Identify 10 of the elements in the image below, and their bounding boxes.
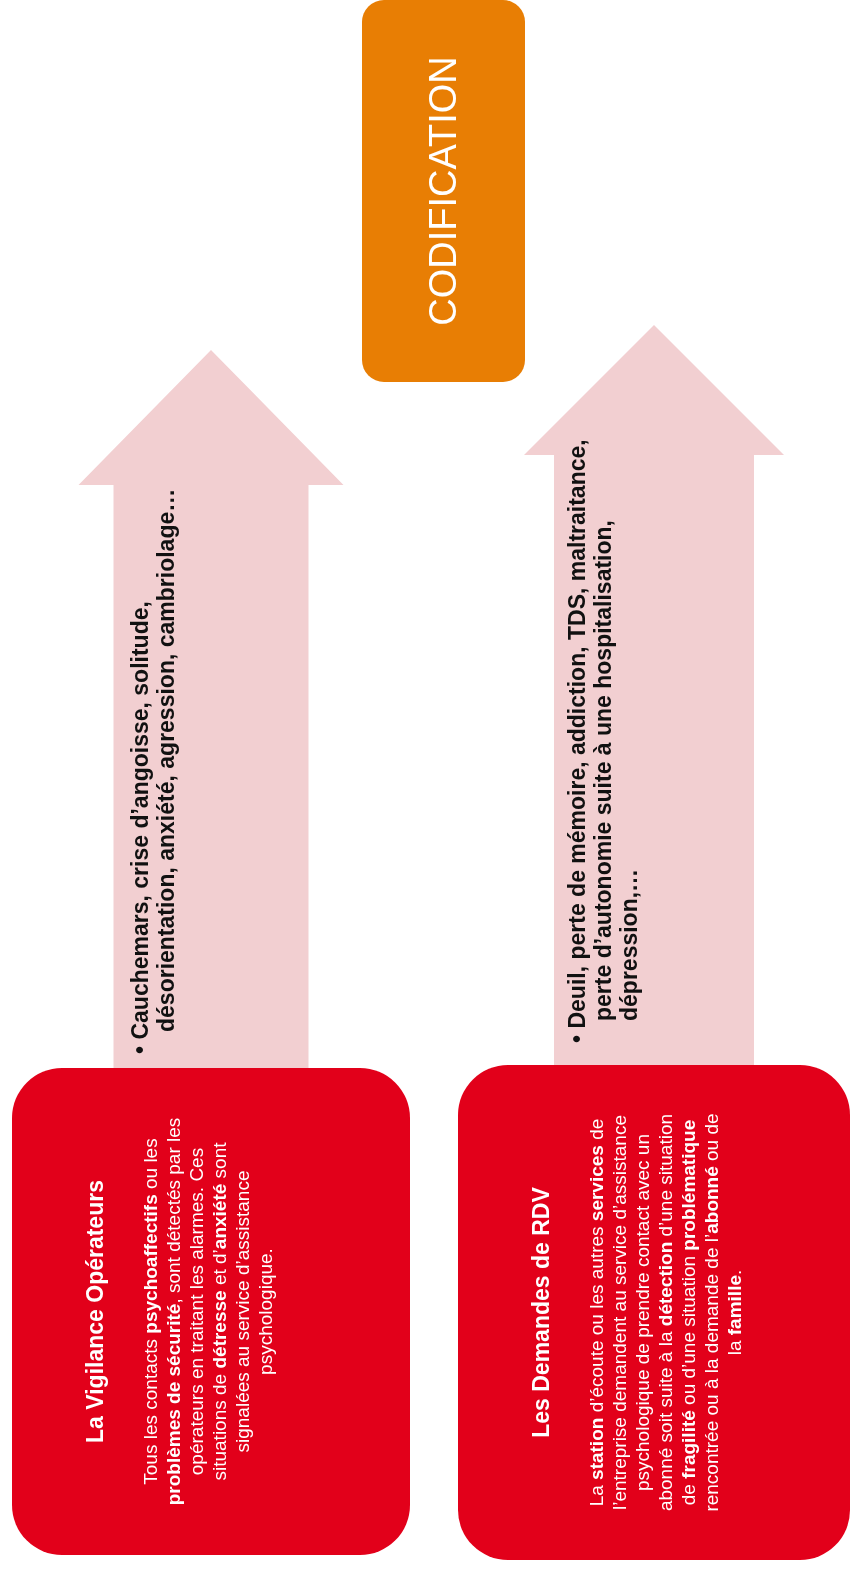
info-card [12,1068,410,1555]
card-heading: Les Demandes de RDV [528,1186,555,1440]
edge-label: • Cauchemars, crise d’angoisse, solitude, désorientation, anxiété, agression, cambriolage… [126,487,179,1054]
card-heading: La Vigilance Opérateurs [82,1179,109,1445]
box-title: CODIFICATION [422,56,465,326]
block-arrow [524,325,784,1065]
edge-label: • Deuil, perte de mémoire, addiction, TDS, maltraitance, perte d’autonomie suite à une hospitalisation, dépression,… [564,438,642,1043]
info-card [458,1065,850,1560]
block-arrow [78,350,344,1068]
label-box [362,0,525,382]
